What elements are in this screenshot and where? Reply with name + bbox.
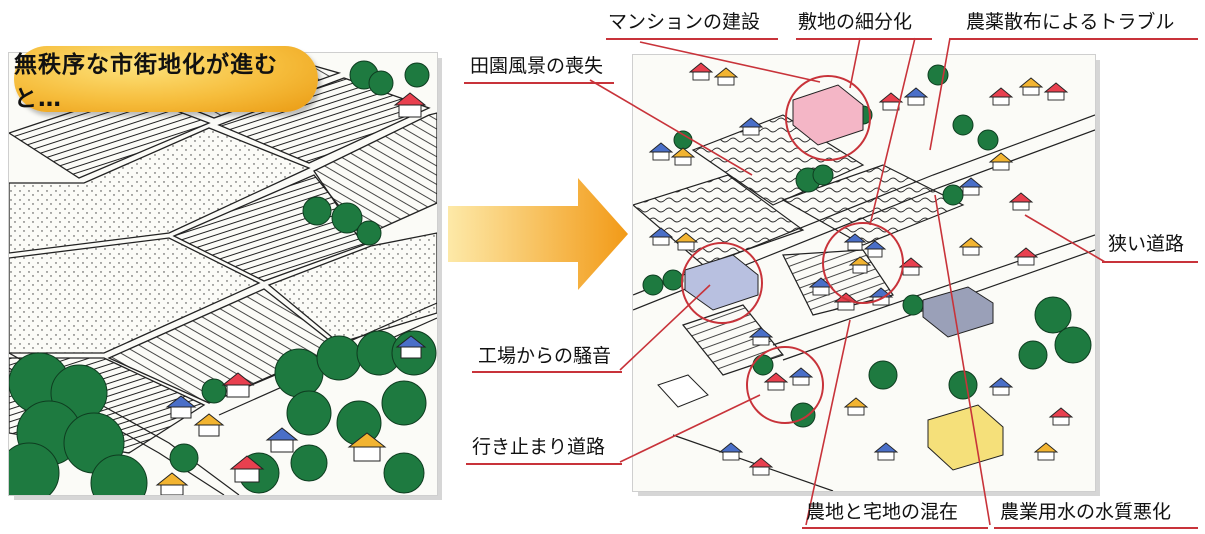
underline-narrow-road bbox=[1102, 261, 1198, 263]
transition-arrow bbox=[448, 178, 630, 290]
underline-water-quality bbox=[994, 527, 1198, 529]
rural-landscape-illustration bbox=[9, 53, 437, 495]
title-callout-bubble bbox=[14, 46, 318, 112]
label-water-quality: 農業用水の水質悪化 bbox=[1000, 501, 1172, 523]
underline-dead-end bbox=[466, 463, 622, 465]
label-landscape-loss: 田園風景の喪失 bbox=[470, 55, 604, 77]
underline-mixed-land bbox=[802, 527, 988, 529]
label-pesticide-trouble: 農薬散布によるトラブル bbox=[966, 11, 1175, 33]
underline-mansion bbox=[606, 38, 778, 40]
underline-pesticide bbox=[950, 38, 1198, 40]
underline-landscape-loss bbox=[464, 82, 614, 84]
label-lot-subdivision: 敷地の細分化 bbox=[798, 11, 913, 33]
label-dead-end-road: 行き止まり道路 bbox=[472, 436, 606, 458]
urbanized-landscape-illustration bbox=[633, 62, 1095, 491]
underline-factory-noise bbox=[472, 371, 622, 373]
title-text: 無秩序な市街地化が進むと… bbox=[14, 52, 278, 112]
left-illustration-rural bbox=[8, 52, 438, 496]
label-narrow-road: 狭い道路 bbox=[1108, 233, 1185, 255]
right-illustration-urbanized bbox=[632, 54, 1096, 492]
label-mansion-construction: マンションの建設 bbox=[608, 11, 761, 33]
label-mixed-farm-residential: 農地と宅地の混在 bbox=[806, 501, 959, 523]
label-factory-noise: 工場からの騒音 bbox=[478, 345, 612, 367]
title-callout: 無秩序な市街地化が進むと… bbox=[14, 46, 318, 112]
underline-subdivision bbox=[796, 38, 932, 40]
